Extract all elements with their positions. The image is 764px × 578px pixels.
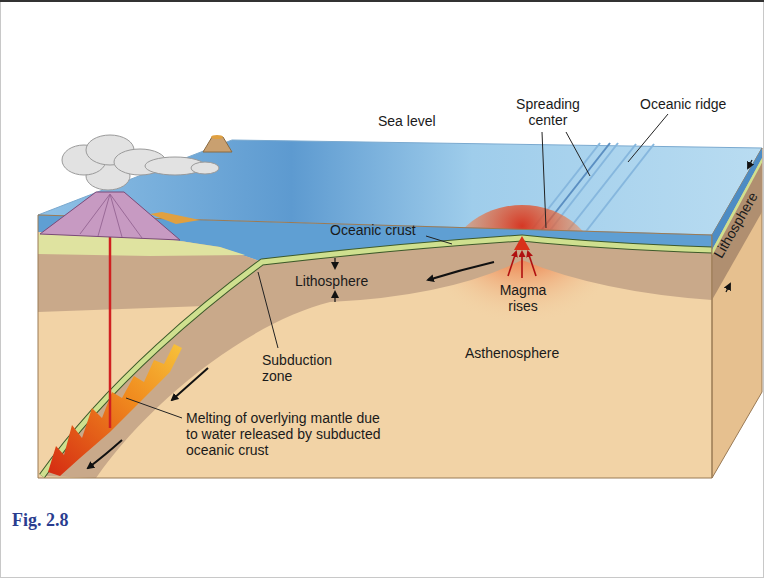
- figure-caption: Fig. 2.8: [12, 510, 69, 531]
- part-label: Oceanic ridge: [640, 96, 726, 112]
- part-label: Lithosphere: [295, 273, 368, 289]
- part-label: Subduction zone: [262, 352, 348, 384]
- part-label: Sea level: [378, 113, 436, 129]
- part-label: Spreading center: [505, 96, 591, 128]
- part-label: Melting of overlying mantle due to water…: [186, 410, 384, 458]
- part-label: Asthenosphere: [465, 345, 559, 361]
- part-label: Oceanic crust: [330, 222, 416, 238]
- part-label: Magma rises: [492, 282, 554, 314]
